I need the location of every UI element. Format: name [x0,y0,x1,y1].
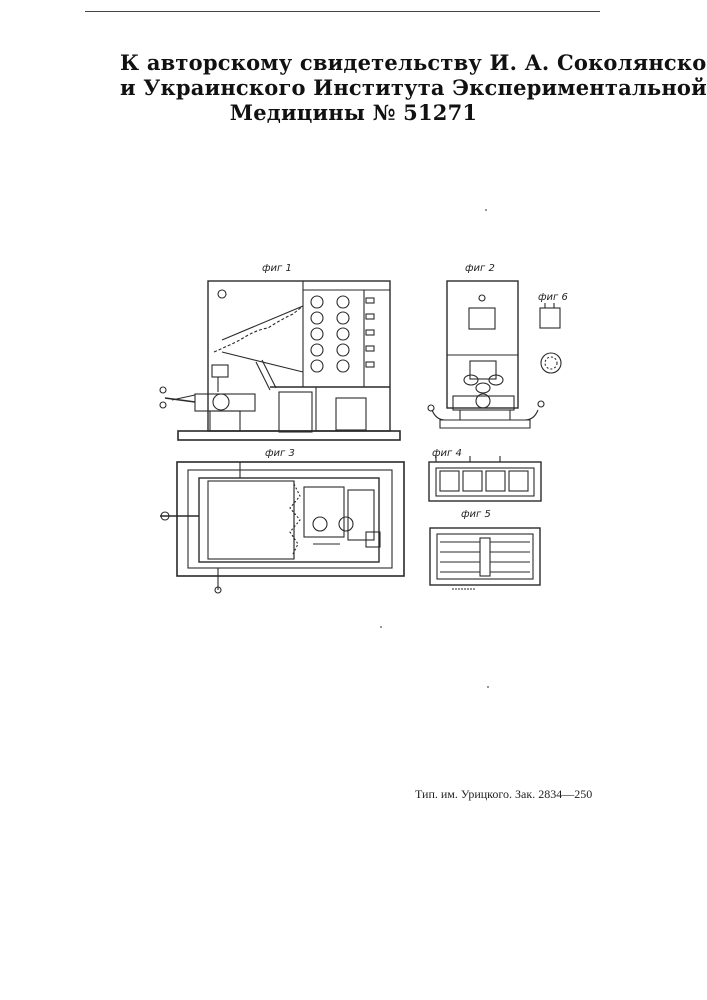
figure-5-drawing [430,528,540,589]
figure-4-drawing [429,456,541,501]
print-speck [485,209,487,211]
figure-1-drawing [160,281,400,440]
printer-imprint: Тип. им. Урицкого. Зак. 2834—250 [415,787,592,802]
print-speck [487,686,489,688]
figure-2-drawing [428,281,544,428]
figure-3-drawing [160,462,404,593]
print-speck [380,626,382,628]
figure-6-drawing [540,303,561,373]
